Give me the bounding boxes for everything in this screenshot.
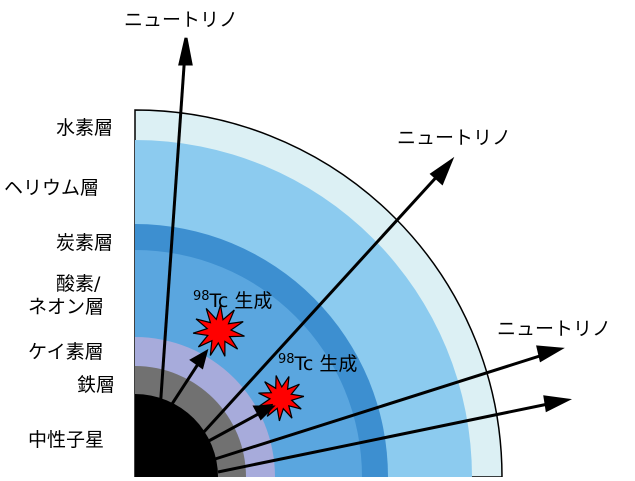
neutron-star-label: 中性子星: [28, 429, 105, 451]
iron-layer-label: 鉄層: [77, 374, 116, 396]
helium-layer-label: ヘリウム層: [4, 177, 100, 199]
carbon-layer-label: 炭素層: [56, 232, 114, 254]
layer-arcs: [134, 109, 503, 478]
tc-text-1: Tc 生成: [209, 290, 273, 312]
silicon-layer-label: ケイ素層: [28, 341, 104, 363]
neutrino-label-right: ニュートリノ: [497, 318, 612, 340]
hydrogen-layer-label: 水素層: [56, 117, 114, 139]
tc-arrow-1-head: [189, 348, 209, 370]
tc-text-2: Tc 生成: [294, 353, 358, 375]
tc-production-label-2: 98Tc 生成: [278, 349, 357, 375]
tc-arrow-2: [204, 410, 263, 445]
explosion-burst-2: [258, 375, 305, 422]
neutrino-arrow-2-head: [429, 156, 455, 186]
explosion-burst-1: [192, 304, 245, 357]
tc-arrow-1: [170, 360, 202, 405]
neutrino-arrow-3: [211, 352, 547, 462]
neutrino-arrow-1-head: [178, 37, 193, 66]
neutrino-arrow-3-head: [536, 345, 565, 363]
neutrino-arrow-4: [217, 401, 554, 474]
neutrino-arrow-1: [157, 51, 187, 426]
neutrino-label-top: ニュートリノ: [124, 9, 239, 31]
tc-mass-number-2: 98: [278, 352, 295, 367]
tc-mass-number-1: 98: [193, 289, 210, 304]
neutrino-label-middle: ニュートリノ: [397, 127, 512, 149]
explosions: [192, 304, 305, 422]
tc-production-label-1: 98Tc 生成: [193, 286, 272, 312]
oxygen-layer-label: 酸素/: [56, 273, 101, 295]
neutron-star-shape: [135, 394, 218, 477]
neutrino-arrow-2: [190, 170, 443, 447]
neon-layer-label: ネオン層: [28, 296, 105, 318]
neutrino-arrows: [157, 37, 573, 474]
neutrino-arrow-4-head: [543, 395, 573, 413]
tc-arrow-2-head: [252, 405, 276, 421]
